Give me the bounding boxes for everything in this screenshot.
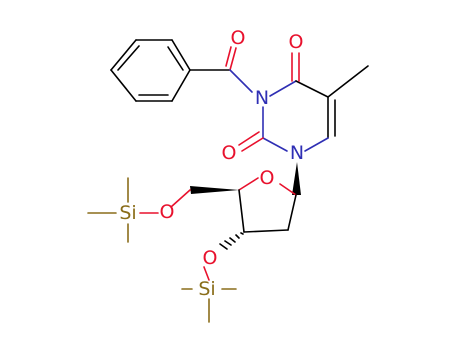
c4-c5-wedge	[190, 186, 239, 194]
atom-o-c4: O	[289, 31, 304, 53]
benzene-ring	[110, 39, 191, 102]
3prime-tms-chain	[181, 266, 237, 323]
atom-o-5prime: O	[160, 201, 175, 223]
atom-o-ring: O	[260, 167, 275, 189]
n1-c1-wedge	[292, 162, 301, 195]
atom-o-c2: O	[222, 142, 237, 164]
furanose-ring	[238, 177, 297, 233]
atom-si-5prime: Si	[119, 202, 136, 224]
atom-n3: N	[255, 87, 269, 109]
benzoyl-carbonyl	[189, 46, 253, 93]
c3-o3-hashed-wedge	[219, 232, 244, 250]
atom-o-3prime: O	[203, 247, 218, 269]
pyrimidine-ring	[238, 52, 369, 152]
5prime-tms-chain	[87, 177, 191, 243]
atom-si-3prime: Si	[198, 278, 215, 300]
atom-n1: N	[290, 142, 304, 164]
atom-o-benzoyl: O	[231, 27, 246, 49]
